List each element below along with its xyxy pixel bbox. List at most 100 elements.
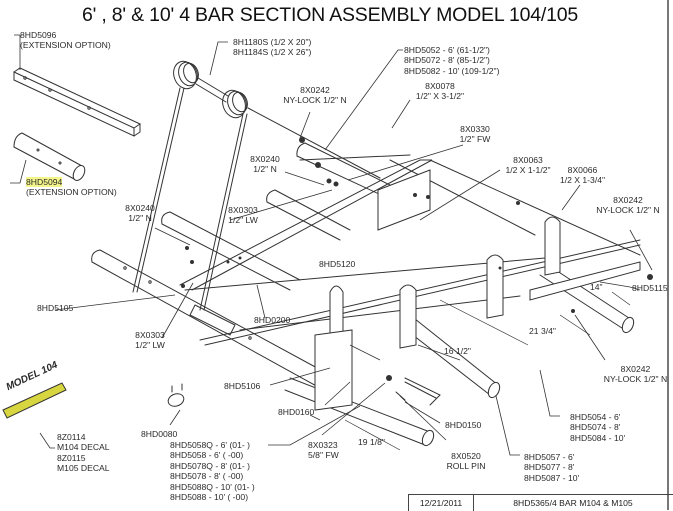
part-number: 8X0063 xyxy=(513,155,543,165)
callout-8x0063: 8X0063 1/2 X 1-1/2" xyxy=(488,155,568,176)
part-desc: 1/2" FW xyxy=(459,134,491,145)
part-number: 8X0323 xyxy=(308,440,338,450)
callout-roll-pin: 8X0520 ROLL PIN xyxy=(436,451,496,472)
part-line: 8HD5078 - 8' ( -00) xyxy=(170,471,244,482)
part-number: 8X0242 xyxy=(300,85,330,95)
drawing-date: 12/21/2011 xyxy=(409,495,474,511)
mount-plates xyxy=(314,169,641,411)
callout-8x0240-a: 8X0240 1/2" N xyxy=(240,154,290,175)
part-line: 8HD5087 - 10' xyxy=(524,472,580,483)
hardware-nuts xyxy=(181,137,653,381)
part-line: 8HD5082 - 10' (109-1/2") xyxy=(404,65,500,76)
part-line: 8Z0114 xyxy=(57,432,86,442)
callout-8hd5106: 8HD5106 xyxy=(224,381,261,391)
title-block: 12/21/2011 8HD5365/4 BAR M104 & M105 xyxy=(408,494,673,511)
part-line: 8HD5084 - 10' xyxy=(570,432,626,443)
hitch-pin xyxy=(395,377,441,406)
part-desc: 1/2 X 1-3/4" xyxy=(559,175,606,186)
callout-8x0066: 8X0066 1/2 X 1-3/4" xyxy=(545,165,620,186)
part-desc: NY-LOCK 1/2" N xyxy=(283,95,347,106)
dimension-lines xyxy=(309,286,641,451)
part-desc: 5/8" FW xyxy=(308,450,339,461)
part-number: 8HD5096 xyxy=(20,30,57,40)
part-number: 8X0066 xyxy=(567,165,598,175)
part-number: 8X0242 xyxy=(620,364,651,374)
part-line: 8HD5074 - 8' xyxy=(570,422,621,433)
part-desc: 1/2" N xyxy=(128,213,152,224)
part-line: 8HD5057 - 6' xyxy=(524,452,575,462)
part-number: 8X0240 xyxy=(125,203,155,213)
callout-bar-5057: 8HD5057 - 6' 8HD5077 - 8' 8HD5087 - 10' xyxy=(524,452,579,483)
decal-shape xyxy=(2,382,67,419)
part-number: 8X0303 xyxy=(135,330,165,340)
callout-8hd0150: 8HD0150 xyxy=(445,420,482,430)
callout-tine: 8H1180S (1/2 X 20") 8H1184S (1/2 X 26") xyxy=(233,37,311,58)
callout-nylock-right: 8X0242 NY-LOCK 1/2" N xyxy=(583,195,673,216)
part-desc: NY-LOCK 1/2" N xyxy=(603,374,668,385)
part-line: 8Z0115 xyxy=(57,452,86,463)
callout-8hd5115: 8HD5115 xyxy=(632,283,668,293)
callout-8hd5120: 8HD5120 xyxy=(319,259,356,269)
callout-bar-top: 8HD5052 - 6' (61-1/2") 8HD5072 - 8' (85-… xyxy=(404,45,499,76)
callout-8hd0160: 8HD0160 xyxy=(278,407,315,417)
part-desc: 1/2" LW xyxy=(135,340,165,351)
part-number: 8X0330 xyxy=(460,124,490,134)
part-line: 8HD5058 - 6' ( -00) xyxy=(170,450,244,461)
drawing-number: 8HD5365/4 BAR M104 & M105 xyxy=(513,498,633,508)
callout-8x0323: 8X0323 5/8" FW xyxy=(308,440,339,461)
part-line: M105 DECAL xyxy=(57,463,110,474)
callout-bar-5054: 8HD5054 - 6' 8HD5074 - 8' 8HD5084 - 10' xyxy=(570,412,625,443)
extension-round-tube xyxy=(13,132,86,181)
sheet-border xyxy=(667,0,669,510)
part-line: 8H1180S (1/2 X 20") xyxy=(233,37,312,47)
callout-8x0078: 8X0078 1/2" X 3-1/2" xyxy=(400,81,480,102)
upper-tubes xyxy=(161,142,401,291)
callout-bar-5058: 8HD5058Q - 6' (01- ) 8HD5058 - 6' ( -00)… xyxy=(170,440,255,502)
part-number: 8X0242 xyxy=(613,195,643,205)
part-number: 8X0078 xyxy=(425,81,455,91)
leader-lines xyxy=(10,34,653,456)
callout-8x0240-b: 8X0240 1/2" N xyxy=(115,203,165,224)
dim-14: 14" xyxy=(590,282,603,292)
part-line: 8HD5078Q - 8' (01- ) xyxy=(170,460,250,471)
part-desc: NY-LOCK 1/2" N xyxy=(596,205,660,216)
callout-nylock-top: 8X0242 NY-LOCK 1/2" N xyxy=(270,85,360,106)
dim-16-1-2: 16 1/2" xyxy=(444,346,471,356)
part-desc: (EXTENSION OPTION) xyxy=(26,187,117,198)
callout-8x0330: 8X0330 1/2" FW xyxy=(440,124,510,145)
callout-8hd0080: 8HD0080 xyxy=(141,429,178,439)
part-desc: (EXTENSION OPTION) xyxy=(20,40,111,51)
part-desc: 1/2" X 3-1/2" xyxy=(415,91,465,102)
extension-square-tube xyxy=(13,67,142,137)
part-desc: ROLL PIN xyxy=(446,461,486,472)
spring-tine xyxy=(132,60,381,311)
callout-8hd5094: 8HD5094 (EXTENSION OPTION) xyxy=(26,177,117,198)
part-desc: 1/2" N xyxy=(253,164,277,175)
part-line: 8HD5077 - 8' xyxy=(524,462,575,473)
callout-8hd0200: 8HD0200 xyxy=(254,315,291,325)
part-line: 8HD5088 - 10' ( -00) xyxy=(170,492,249,503)
callout-8x0303-b: 8X0303 1/2" LW xyxy=(125,330,175,351)
part-line: 8H1184S (1/2 X 26") xyxy=(233,47,312,58)
part-number-highlighted: 8HD5094 xyxy=(26,177,63,187)
part-line: 8HD5052 - 6' (61-1/2") xyxy=(404,45,490,55)
part-line: 8HD5058Q - 6' (01- ) xyxy=(170,440,250,450)
diagram-title: 6' , 8' & 10' 4 BAR SECTION ASSEMBLY MOD… xyxy=(81,4,579,26)
part-number: 8X0240 xyxy=(250,154,280,164)
part-desc: 1/2" LW xyxy=(228,215,258,226)
callout-8hd5096: 8HD5096 (EXTENSION OPTION) xyxy=(20,30,111,51)
part-line: 8HD5054 - 6' xyxy=(570,412,621,422)
lower-tubes xyxy=(284,264,635,447)
dim-21-3-4: 21 3/4" xyxy=(529,326,556,336)
part-desc: 1/2 X 1-1/2" xyxy=(505,165,551,176)
part-number: 8X0520 xyxy=(451,451,481,461)
part-line: 8HD5072 - 8' (85-1/2") xyxy=(404,55,490,66)
callout-8hd5105: 8HD5105 xyxy=(37,303,74,313)
part-line: 8HD5088Q - 10' (01- ) xyxy=(170,481,255,492)
dim-19-1-8: 19 1/8" xyxy=(358,437,385,447)
part-line: M104 DECAL xyxy=(57,442,110,453)
callout-decal-parts: 8Z0114 M104 DECAL 8Z0115 M105 DECAL xyxy=(57,432,110,474)
clip-0080 xyxy=(167,383,185,407)
